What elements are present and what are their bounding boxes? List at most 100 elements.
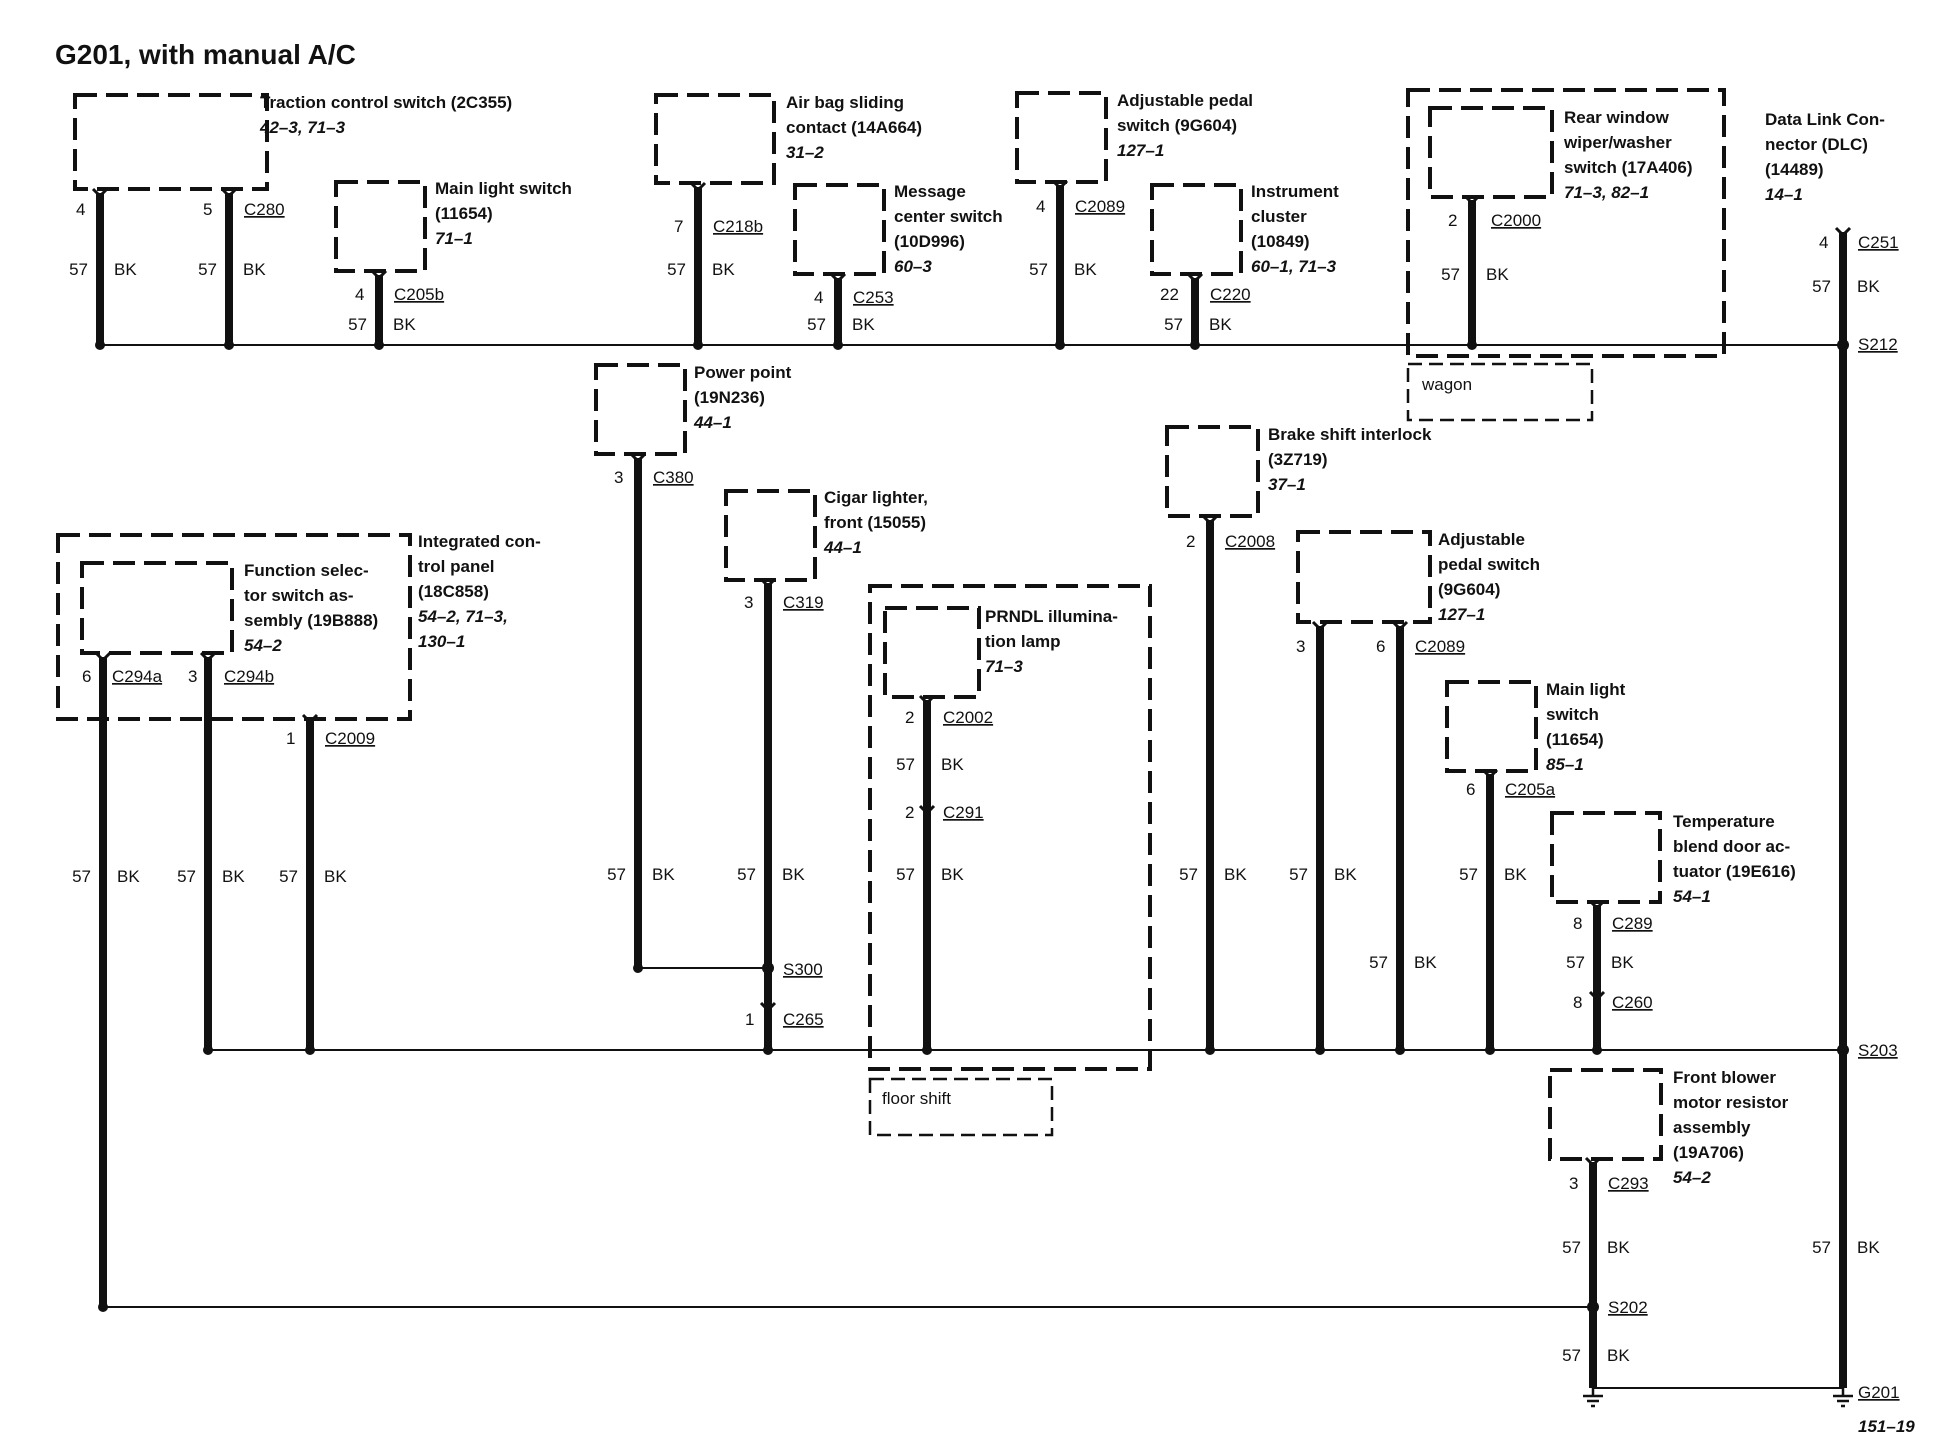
connector-c205b: C205b xyxy=(394,285,444,304)
wire-circuit-label: 57 xyxy=(1566,953,1585,972)
main-light-top-name-2: (11654) xyxy=(435,204,493,223)
wire-color-label: BK xyxy=(852,315,875,334)
pin-rear-wiper: 2 xyxy=(1448,211,1457,230)
splice-s300: S300 xyxy=(783,960,823,979)
splice-s202: S202 xyxy=(1608,1298,1648,1317)
icp-name-3: (18C858) xyxy=(418,582,489,601)
connector-c253: C253 xyxy=(853,288,894,307)
wire-circuit-label: 57 xyxy=(1812,277,1831,296)
pin-icp: 1 xyxy=(286,729,295,748)
traction-control-switch-box xyxy=(73,93,269,191)
wire-circuit-label: 57 xyxy=(1289,865,1308,884)
cigar-name-2: front (15055) xyxy=(824,513,926,532)
pin-pedal-top: 4 xyxy=(1036,197,1045,216)
pin-c265: 1 xyxy=(745,1010,754,1029)
pin-power-point: 3 xyxy=(614,468,623,487)
connector-c2089-top: C2089 xyxy=(1075,197,1125,216)
wire-color-label: BK xyxy=(782,865,805,884)
wire-circuit-label: 57 xyxy=(1369,953,1388,972)
pin-prndl-c291: 2 xyxy=(905,803,914,822)
main-light-top-refs: 71–1 xyxy=(435,229,473,248)
prndl-illumination-lamp-box xyxy=(883,606,981,699)
pin-pedal-mid-6: 6 xyxy=(1376,637,1385,656)
connector-c319: C319 xyxy=(783,593,824,612)
connector-c205a: C205a xyxy=(1505,780,1556,799)
dlc-name-3: (14489) xyxy=(1765,160,1824,179)
wire-color-label: BK xyxy=(941,755,964,774)
connector-c218b: C218b xyxy=(713,217,763,236)
wire-circuit-label: 57 xyxy=(667,260,686,279)
floor-shift-label-box xyxy=(868,1077,1054,1137)
func-sel-name-3: sembly (19B888) xyxy=(244,611,378,630)
rear-wiper-washer-switch-box xyxy=(1428,106,1554,199)
diagram-title: G201, with manual A/C xyxy=(55,39,356,70)
connector-c291: C291 xyxy=(943,803,984,822)
power-point-box xyxy=(594,363,687,456)
wire-color-label: BK xyxy=(1504,865,1527,884)
pin-pedal-mid-3: 3 xyxy=(1296,637,1305,656)
main-light-mid-refs: 85–1 xyxy=(1546,755,1584,774)
wire-circuit-label: 57 xyxy=(1029,260,1048,279)
brake-shift-name-2: (3Z719) xyxy=(1268,450,1328,469)
integrated-control-panel-box xyxy=(56,533,412,721)
icp-refs-2: 130–1 xyxy=(418,632,465,651)
pedal-top-name-2: switch (9G604) xyxy=(1117,116,1237,135)
pedal-mid-name-2: pedal switch xyxy=(1438,555,1540,574)
blower-name-1: Front blower xyxy=(1673,1068,1776,1087)
function-selector-switch-box xyxy=(80,561,234,655)
message-center-name-3: (10D996) xyxy=(894,232,965,251)
blower-name-2: motor resistor xyxy=(1673,1093,1789,1112)
main-light-switch-top-box xyxy=(334,180,427,273)
connector-c2008: C2008 xyxy=(1225,532,1275,551)
cluster-name-3: (10849) xyxy=(1251,232,1310,251)
pin-cigar: 3 xyxy=(744,593,753,612)
connector-arrows xyxy=(91,179,1852,1168)
wire-color-label: BK xyxy=(1414,953,1437,972)
wire-circuit-label: 57 xyxy=(348,315,367,334)
pedal-top-refs: 127–1 xyxy=(1117,141,1164,160)
brake-shift-refs: 37–1 xyxy=(1268,475,1306,494)
rear-wiper-name-2: wiper/washer xyxy=(1563,133,1672,152)
connector-c2000: C2000 xyxy=(1491,211,1541,230)
wire-color-label: BK xyxy=(243,260,266,279)
airbag-name-2: contact (14A664) xyxy=(786,118,922,137)
pedal-mid-refs: 127–1 xyxy=(1438,605,1485,624)
cigar-lighter-box xyxy=(724,489,817,582)
connector-c380: C380 xyxy=(653,468,694,487)
pin-c294a: 6 xyxy=(82,667,91,686)
wire-circuit-label: 57 xyxy=(896,865,915,884)
message-center-name-1: Message xyxy=(894,182,966,201)
func-sel-name-2: tor switch as- xyxy=(244,586,354,605)
power-point-name-2: (19N236) xyxy=(694,388,765,407)
connector-c293: C293 xyxy=(1608,1174,1649,1193)
connector-c251: C251 xyxy=(1858,233,1899,252)
cluster-name-2: cluster xyxy=(1251,207,1307,226)
dlc-name-1: Data Link Con- xyxy=(1765,110,1885,129)
pin-brake-shift: 2 xyxy=(1186,532,1195,551)
junction-dots xyxy=(95,339,1849,1313)
connector-c2009: C2009 xyxy=(325,729,375,748)
main-light-mid-name-1: Main light xyxy=(1546,680,1626,699)
wire-color-label: BK xyxy=(114,260,137,279)
pin-temp-blend-c260: 8 xyxy=(1573,993,1582,1012)
wire-circuit-label: 57 xyxy=(896,755,915,774)
adjustable-pedal-switch-mid-box xyxy=(1296,530,1432,624)
figure-number: 151–19 xyxy=(1858,1417,1915,1436)
wire-color-label: BK xyxy=(1607,1346,1630,1365)
temperature-blend-door-actuator-box xyxy=(1550,811,1662,904)
wire-color-label: BK xyxy=(1209,315,1232,334)
wire-color-label: BK xyxy=(1857,277,1880,296)
cigar-refs: 44–1 xyxy=(823,538,862,557)
rear-wiper-name-3: switch (17A406) xyxy=(1564,158,1693,177)
main-light-switch-mid-box xyxy=(1445,680,1538,773)
wire-circuit-label: 57 xyxy=(1812,1238,1831,1257)
pin-prndl-c2002: 2 xyxy=(905,708,914,727)
wire-color-label: BK xyxy=(1611,953,1634,972)
icp-name-1: Integrated con- xyxy=(418,532,541,551)
main-light-mid-name-3: (11654) xyxy=(1546,730,1604,749)
connector-c2089-mid: C2089 xyxy=(1415,637,1465,656)
rear-wiper-name-1: Rear window xyxy=(1564,108,1670,127)
splice-s203: S203 xyxy=(1858,1041,1898,1060)
